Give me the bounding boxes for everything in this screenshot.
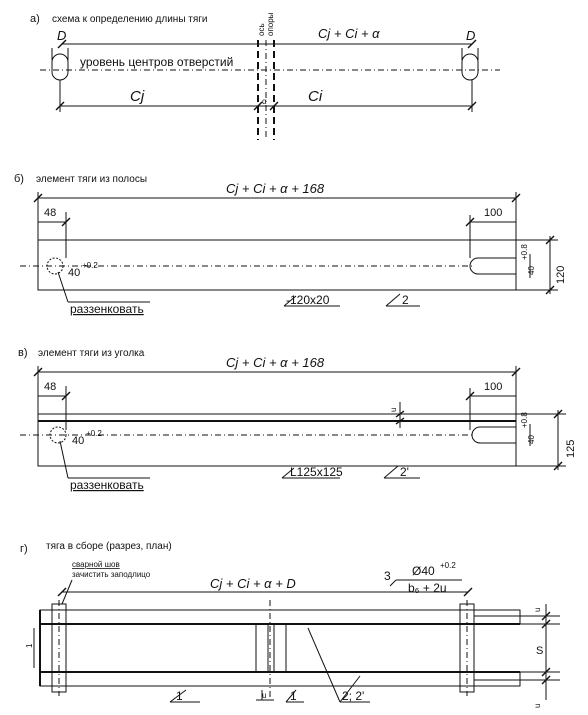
v-slot-tol: +0.8 [520,412,529,428]
v-hole-size: 40 [72,435,84,447]
section-a-label: а) [30,13,40,25]
b-d48: 48 [44,207,56,219]
g-pos3: 3 [384,569,391,583]
section-g: г) тяга в сборе (разрез, план) сварной ш… [20,540,560,708]
g-one-mark: 1 [25,643,34,648]
a-d-right: D [466,28,475,43]
g-weld-2: зачистить заподлицо [72,570,151,579]
v-hole [49,426,67,444]
a-ci-label: Ci [308,88,323,105]
v-slot [471,426,516,444]
g-b-spec: b₆ + 2u [408,581,447,595]
a-cj-label: Cj [130,88,145,105]
b-hole-size: 40 [68,267,80,279]
a-alpha-label: α [262,97,267,106]
section-g-label: г) [20,543,28,555]
section-b: б) элемент тяги из полосы Cj + Ci + α + … [14,173,567,316]
b-d120: 120 [555,266,567,284]
g-hole-spec: Ø40 [412,564,435,578]
section-b-label: б) [14,173,24,185]
section-g-title: тяга в сборе (разрез, план) [46,540,172,552]
g-u-mid: u [262,691,266,700]
g-top-plate [39,609,521,625]
g-l2: 1 [290,689,297,703]
v-hole-tol: +0.2 [86,429,102,438]
v-d48: 48 [44,381,56,393]
a-formula: Cj + Ci + α [318,26,380,41]
b-profile: -120х20 [286,293,330,307]
v-note: раззенковать [70,478,144,492]
section-a-title: схема к определению длины тяги [52,14,208,25]
g-insert-left [255,623,269,673]
b-slot [469,257,516,275]
a-axis-label-2: опоры [266,12,275,36]
v-angle [37,413,517,467]
section-v-title: элемент тяги из уголка [38,348,145,359]
b-note: раззенковать [70,302,144,316]
b-slot-size: 40 [527,266,536,275]
b-formula: Cj + Ci + α + 168 [226,181,325,196]
a-hole-right [461,53,479,81]
b-slot-tol: +0.8 [520,244,529,260]
a-axis-label-1: ось [257,23,266,36]
b-plate [37,239,517,291]
b-d100: 100 [484,207,502,219]
v-d125: 125 [565,440,577,458]
v-u: u [389,408,398,412]
g-pos22: 2; 2' [342,689,364,703]
v-d100: 100 [484,381,502,393]
section-v: в) элемент тяги из уголка Cj + Ci + α + … [18,347,577,492]
section-a: а) схема к определению длины тяги D D Cj… [30,12,500,140]
g-bottom-plate [39,671,521,687]
v-pos: 2' [400,465,409,479]
g-insert-right [273,623,287,673]
b-hole-tol: +0.2 [82,261,98,270]
a-centers-label: уровень центров отверстий [80,55,233,69]
g-l1: 1 [176,689,183,703]
g-u-bottom: u [533,704,542,708]
a-hole-left [51,53,69,81]
a-d-left: D [57,28,66,43]
v-profile: L125х125 [290,465,343,479]
g-weld-1: сварной шов [72,560,120,569]
b-hole [46,257,64,275]
v-slot-size: 40 [527,435,536,444]
section-v-label: в) [18,347,28,359]
v-formula: Cj + Ci + α + 168 [226,355,325,370]
g-hole-tol: +0.2 [440,561,456,570]
g-s: S [536,645,543,657]
section-b-title: элемент тяги из полосы [36,174,147,185]
b-pos: 2 [402,293,409,307]
g-u-top: u [533,608,542,612]
g-formula: Cj + Ci + α + D [210,576,296,591]
